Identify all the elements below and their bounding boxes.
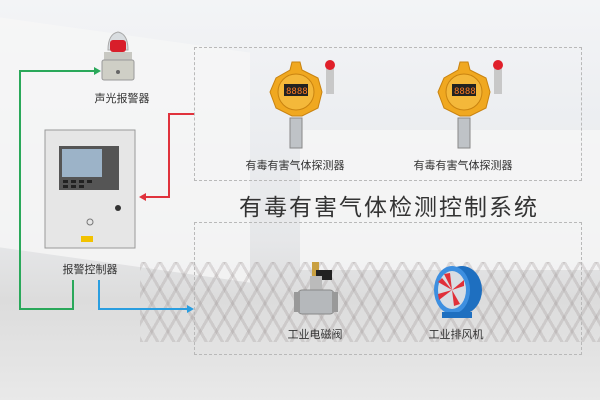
detector-connection-line bbox=[144, 196, 170, 198]
alarm-connection-line bbox=[72, 280, 74, 310]
alarm-connection-line bbox=[19, 308, 74, 310]
exhaust-fan-icon bbox=[434, 266, 482, 318]
output-device-group-box bbox=[194, 222, 582, 355]
svg-text:8888: 8888 bbox=[454, 87, 476, 97]
svg-text:8888: 8888 bbox=[286, 87, 308, 97]
alarm-connection-line bbox=[19, 70, 96, 72]
gas-detector-label: 有毒有害气体探测器 bbox=[245, 159, 345, 172]
background-gate bbox=[140, 262, 600, 342]
solenoid-valve-label: 工业电磁阀 bbox=[287, 328, 343, 341]
arrow-icon bbox=[94, 67, 101, 75]
arrow-icon bbox=[139, 193, 146, 201]
gas-detector-icon: 8888 bbox=[269, 60, 335, 149]
gas-detector-icon: 8888 bbox=[437, 60, 503, 149]
output-connection-line bbox=[98, 280, 100, 310]
background-building bbox=[300, 130, 600, 270]
arrow-icon bbox=[187, 305, 194, 313]
system-title: 有毒有害气体检测控制系统 bbox=[239, 195, 539, 221]
alarm-light-label: 声光报警器 bbox=[94, 92, 150, 105]
gas-detector-label: 有毒有害气体探测器 bbox=[413, 159, 513, 172]
detector-connection-line bbox=[168, 113, 170, 198]
alarm-controller-label: 报警控制器 bbox=[62, 263, 118, 276]
alarm-light-icon bbox=[101, 31, 135, 81]
solenoid-valve-icon bbox=[294, 262, 338, 315]
detector-group-box bbox=[194, 47, 582, 181]
exhaust-fan-label: 工业排风机 bbox=[428, 328, 484, 341]
alarm-controller-icon bbox=[44, 129, 136, 249]
alarm-connection-line bbox=[19, 70, 21, 310]
output-connection-line bbox=[98, 308, 188, 310]
detector-connection-line bbox=[168, 113, 194, 115]
